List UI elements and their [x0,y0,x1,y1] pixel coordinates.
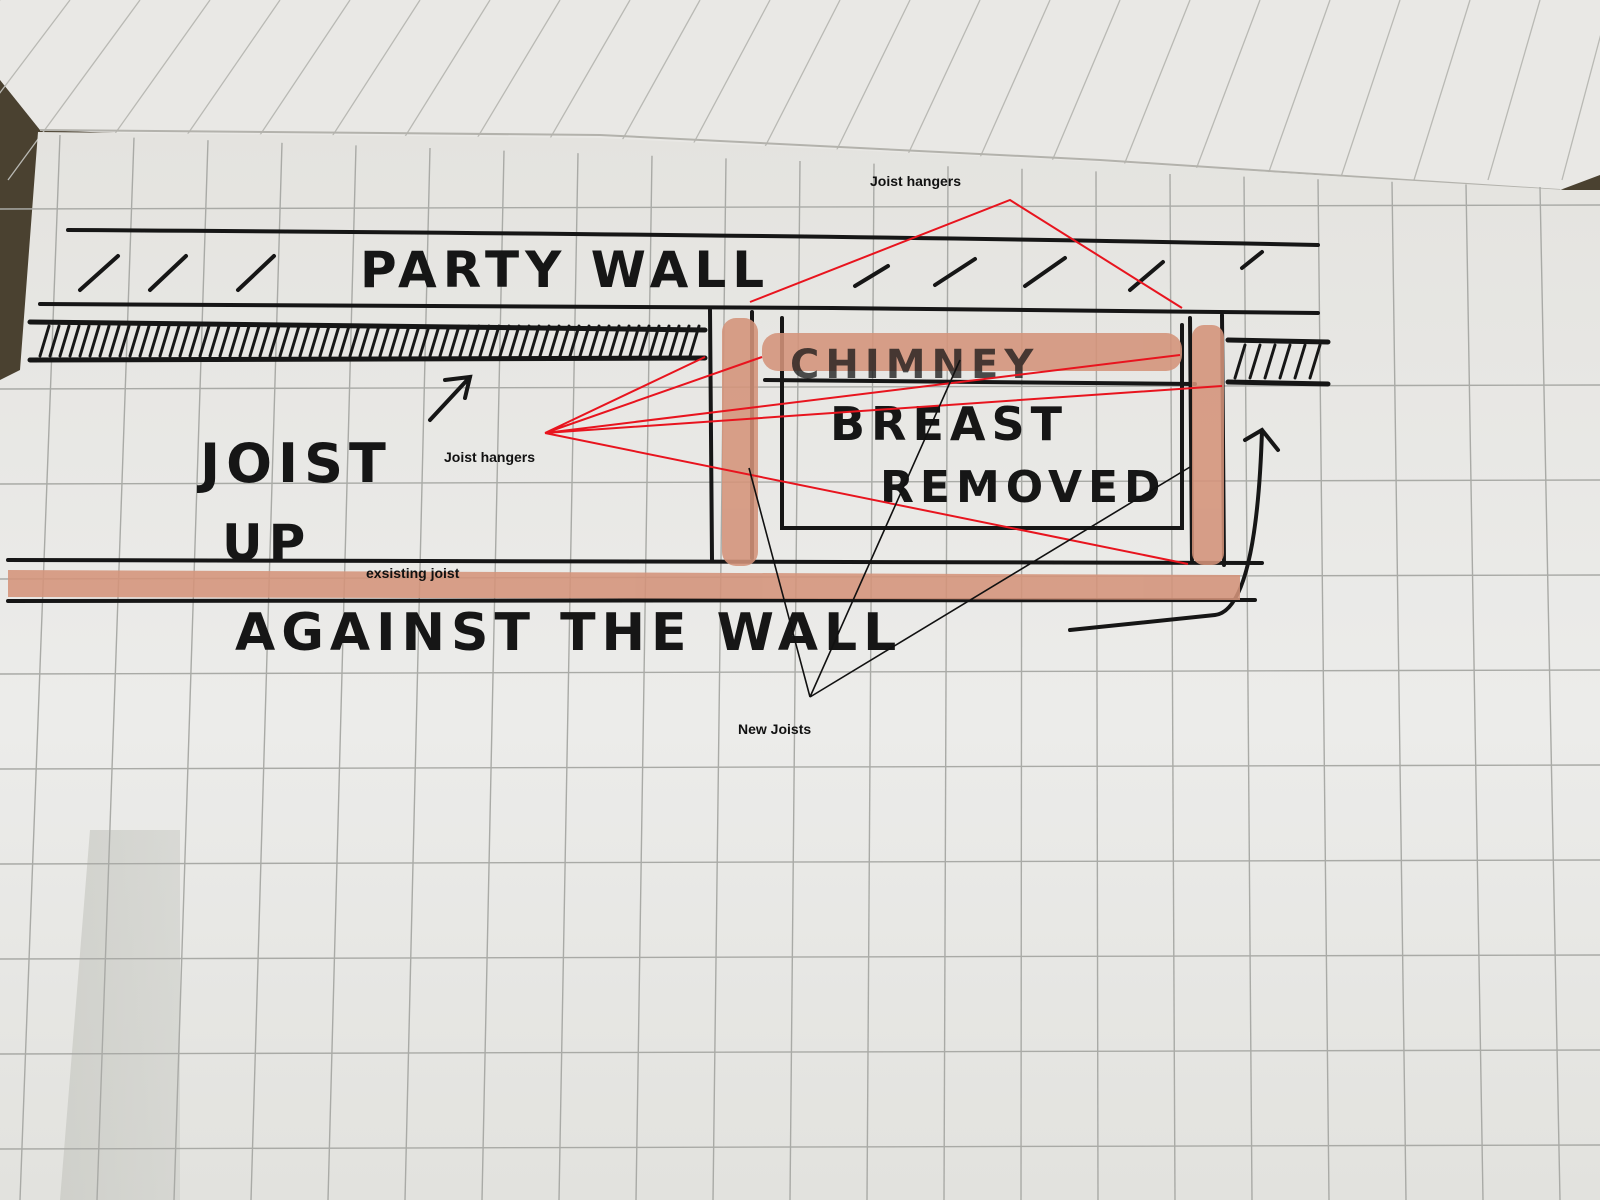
annotation-new-joists: New Joists [738,721,811,737]
handwritten-labels: PARTY WALL CHIMNEY BREAST REMOVED JOIST … [196,241,1167,663]
existing-joist-bar [8,570,1240,600]
grid-vertical-line [1020,168,1023,1200]
grid-vertical-line [173,140,209,1200]
annotation-joist-hangers-left: Joist hangers [444,449,535,465]
grid-vertical-line [19,134,61,1200]
page-shadow [60,830,180,1200]
turned-page-line [1487,0,1541,181]
grid-horizontal-line [0,954,1600,960]
ink-sketch [6,228,1331,632]
new-joist-trimmer [762,333,1182,371]
grid-vertical-line [1539,186,1561,1200]
turned-page-line [7,0,141,181]
new-joist-right [1192,325,1224,565]
turned-page-line [1561,34,1600,181]
grid-horizontal-line [0,479,1600,485]
grid-horizontal-line [0,859,1600,865]
annotation-joist-hangers-top: Joist hangers [870,173,961,189]
label-removed: REMOVED [880,462,1167,513]
grid-vertical-line [1465,184,1484,1200]
turned-page-line [969,0,1051,181]
grid-vertical-line [250,142,283,1200]
grid-horizontal-line [0,1049,1600,1055]
label-party-wall: PARTY WALL [360,241,770,299]
grid-horizontal-line [0,1144,1600,1150]
turned-page-line [1191,0,1261,181]
label-up: UP [222,514,311,572]
label-against-the-wall: AGAINST THE WALL [235,603,902,663]
turned-page-line [1265,0,1331,181]
label-chimney: CHIMNEY [790,342,1039,388]
grid-horizontal-line [0,204,1600,210]
turned-page-line [0,0,71,94]
turned-page-line [1413,0,1471,181]
label-joist: JOIST [196,432,392,495]
grid-horizontal-line [0,764,1600,770]
turned-page-line [1043,0,1121,181]
grid-horizontal-line [0,384,1600,390]
grid-vertical-line [404,147,431,1200]
grid-horizontal-line [0,669,1600,675]
annotation-existing-joist: exsisting joist [366,565,460,581]
turned-page-line [1117,0,1191,181]
grid-vertical-line [1391,181,1407,1200]
joist-hanger-pointers [544,198,1223,565]
main-page [0,132,1600,1200]
new-joist-left [722,318,758,566]
timber-joists [8,318,1240,600]
new-joist-pointers [748,359,1191,698]
turned-page-line [1339,0,1401,181]
grid-vertical-line [96,137,135,1200]
